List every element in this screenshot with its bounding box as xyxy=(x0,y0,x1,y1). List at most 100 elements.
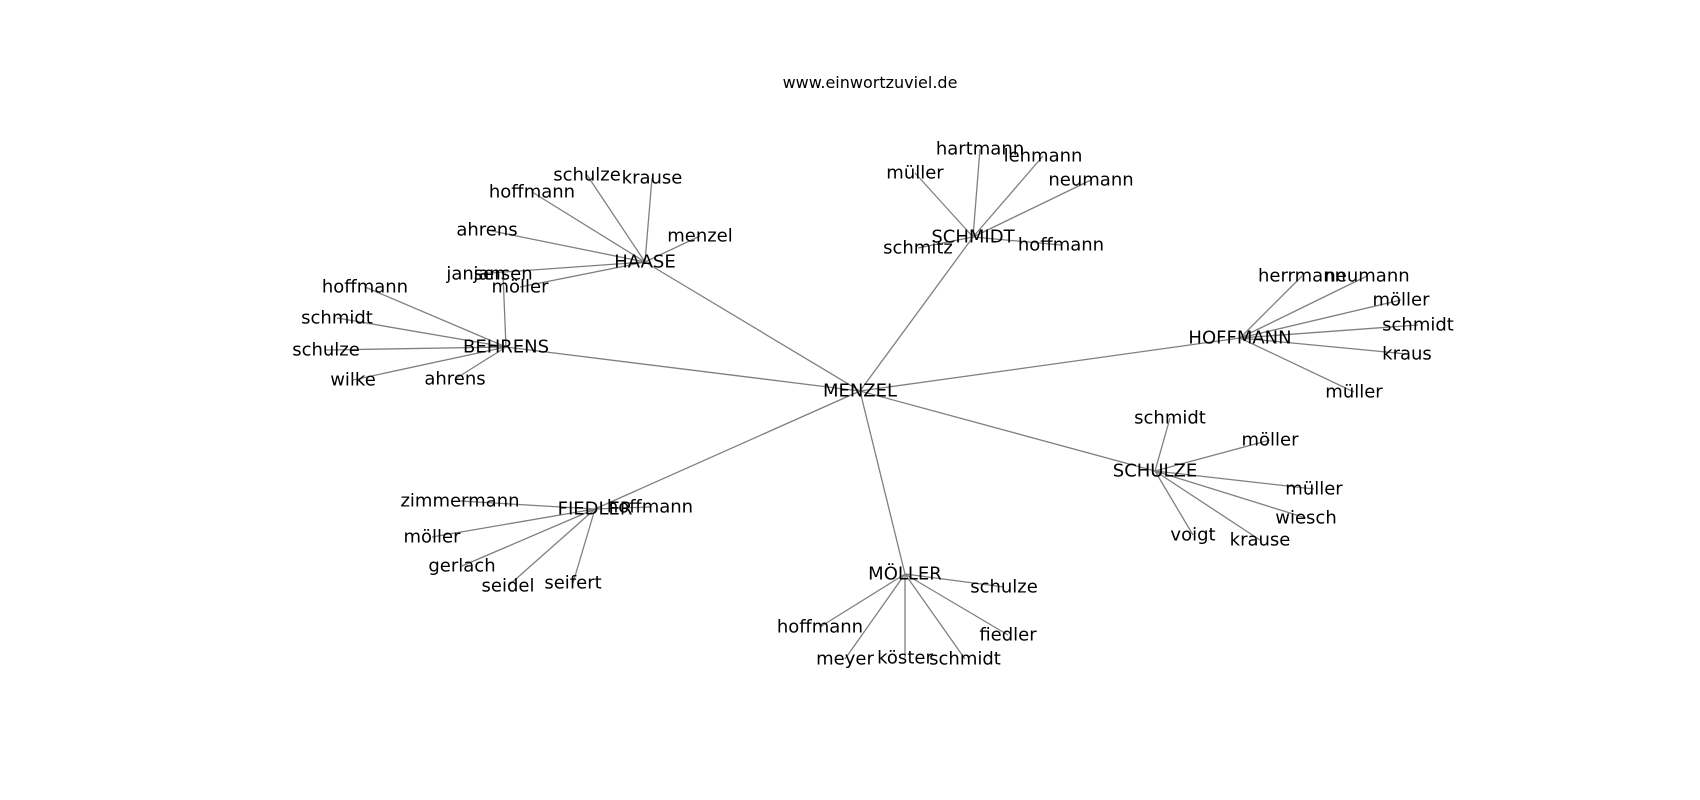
leaf-node-label: hoffmann xyxy=(322,277,408,298)
edge-schulze-to-krause xyxy=(1154,470,1261,541)
leaf-node-label: möller xyxy=(403,527,461,548)
group-node-label: BEHRENS xyxy=(463,337,549,358)
leaf-node-label: schmidt xyxy=(1134,408,1206,429)
leaf-node-label: zimmermann xyxy=(400,491,519,512)
leaf-node-label: wiesch xyxy=(1275,508,1336,529)
leaf-node-label: möller xyxy=(1372,290,1430,311)
edge-schmidt-to-lehmann xyxy=(972,155,1044,238)
leaf-node-label: möller xyxy=(1241,430,1299,451)
edge-schulze-to-möller xyxy=(1154,439,1271,472)
edge-fiedler-to-hoffmann xyxy=(594,506,651,510)
edge-root-to-haase xyxy=(644,261,861,392)
group-node-label: MÖLLER xyxy=(868,563,942,585)
root-node-label: MENZEL xyxy=(823,381,897,402)
edge-behrens-to-schulze xyxy=(325,346,507,351)
edge-haase-to-hoffmann xyxy=(531,191,646,263)
leaf-node-label: menzel xyxy=(667,226,733,247)
edge-root-to-schmidt xyxy=(859,236,974,392)
edge-behrens-to-jansen xyxy=(502,273,507,348)
leaf-node-label: köster xyxy=(877,648,933,669)
edge-schmidt-to-hartmann xyxy=(972,148,981,238)
edge-haase-to-möller xyxy=(519,261,646,288)
edge-möller-to-schulze xyxy=(904,573,1005,588)
leaf-node-label: schmidt xyxy=(301,308,373,329)
edge-hoffmann-to-möller xyxy=(1239,299,1402,339)
edge-schulze-to-voigt xyxy=(1154,470,1194,536)
edges-layer xyxy=(325,148,1419,660)
edge-haase-to-krause xyxy=(644,177,653,263)
leaf-node-label: schulze xyxy=(970,577,1038,598)
leaf-node-label: gerlach xyxy=(428,556,495,577)
edge-behrens-to-ahrens xyxy=(454,346,507,380)
leaf-node-label: fiedler xyxy=(979,625,1037,646)
leaf-node-label: hoffmann xyxy=(489,182,575,203)
leaf-node-label: lehmann xyxy=(1004,146,1083,167)
leaf-node-label: möller xyxy=(491,277,549,298)
leaf-node-label: ahrens xyxy=(424,369,485,390)
leaf-node-label: jansen xyxy=(445,264,505,285)
edge-behrens-to-hoffmann xyxy=(364,286,507,348)
leaf-node-label: schmidt xyxy=(929,649,1001,670)
edge-root-to-behrens xyxy=(505,346,861,392)
edge-behrens-to-schmidt xyxy=(336,317,507,348)
leaf-node-label: hartmann xyxy=(936,139,1024,160)
group-node-label: HOFFMANN xyxy=(1188,328,1291,349)
group-node-label: SCHMIDT xyxy=(931,227,1015,248)
edge-hoffmann-to-neumann xyxy=(1239,275,1368,339)
leaf-node-label: schmidt xyxy=(1382,315,1454,336)
edge-fiedler-to-möller xyxy=(431,508,596,538)
leaf-node-label: hoffmann xyxy=(1018,235,1104,256)
edge-behrens-to-wilke xyxy=(352,346,507,381)
edge-root-to-möller xyxy=(859,390,906,575)
leaf-node-label: kraus xyxy=(1382,344,1432,365)
leaf-node-label: krause xyxy=(622,168,683,189)
edge-haase-to-schulze xyxy=(586,174,646,263)
leaf-node-label: hoffmann xyxy=(777,617,863,638)
leaf-node-label: schmitz xyxy=(883,238,953,259)
edge-fiedler-to-seidel xyxy=(507,508,596,587)
leaf-node-label: ahrens xyxy=(456,220,517,241)
leaf-node-label: schulze xyxy=(292,340,360,361)
leaf-node-label: meyer xyxy=(816,649,874,670)
edge-root-to-hoffmann xyxy=(859,337,1241,392)
group-node-label: HAASE xyxy=(614,252,675,273)
edge-haase-to-menzel xyxy=(644,235,701,263)
edge-haase-to-ahrens xyxy=(486,229,646,263)
leaf-node-label: krause xyxy=(1230,530,1291,551)
edge-hoffmann-to-herrmann xyxy=(1239,275,1303,339)
edge-schulze-to-wiesch xyxy=(1154,470,1307,519)
edge-möller-to-schmidt xyxy=(904,573,966,660)
group-node-label: FIEDLER xyxy=(558,499,633,520)
edge-schmidt-to-neumann xyxy=(972,179,1092,238)
edge-hoffmann-to-schmidt xyxy=(1239,324,1419,339)
edge-schmidt-to-hoffmann xyxy=(972,236,1062,246)
leaf-node-label: hoffmann xyxy=(607,497,693,518)
leaf-node-label: neumann xyxy=(1324,266,1409,287)
edge-haase-to-jansen xyxy=(475,261,646,275)
leaf-node-label: müller xyxy=(886,163,944,184)
edge-fiedler-to-zimmermann xyxy=(459,500,596,510)
leaf-node-label: müller xyxy=(1285,479,1343,500)
edge-schulze-to-schmidt xyxy=(1154,417,1171,472)
leaf-node-label: müller xyxy=(1325,382,1383,403)
edge-fiedler-to-seifert xyxy=(572,508,596,584)
leaf-node-label: jansen xyxy=(472,264,532,285)
edge-schulze-to-müller xyxy=(1154,470,1315,490)
site-title: www.einwortzuviel.de xyxy=(783,73,958,92)
edge-root-to-schulze xyxy=(859,390,1156,472)
leaf-node-label: seifert xyxy=(544,573,601,594)
leaf-node-label: wilke xyxy=(330,370,376,391)
edge-hoffmann-to-müller xyxy=(1239,337,1355,393)
edge-root-to-fiedler xyxy=(594,390,861,510)
edge-hoffmann-to-kraus xyxy=(1239,337,1408,355)
leaf-node-label: neumann xyxy=(1048,170,1133,191)
edge-schmidt-to-schmitz xyxy=(917,236,974,249)
leaf-node-label: schulze xyxy=(553,165,621,186)
edge-möller-to-hoffmann xyxy=(819,573,906,628)
leaf-node-label: voigt xyxy=(1170,525,1215,546)
group-node-label: SCHULZE xyxy=(1113,461,1197,482)
leaf-node-label: seidel xyxy=(482,576,535,597)
edge-schmidt-to-müller xyxy=(914,172,974,238)
